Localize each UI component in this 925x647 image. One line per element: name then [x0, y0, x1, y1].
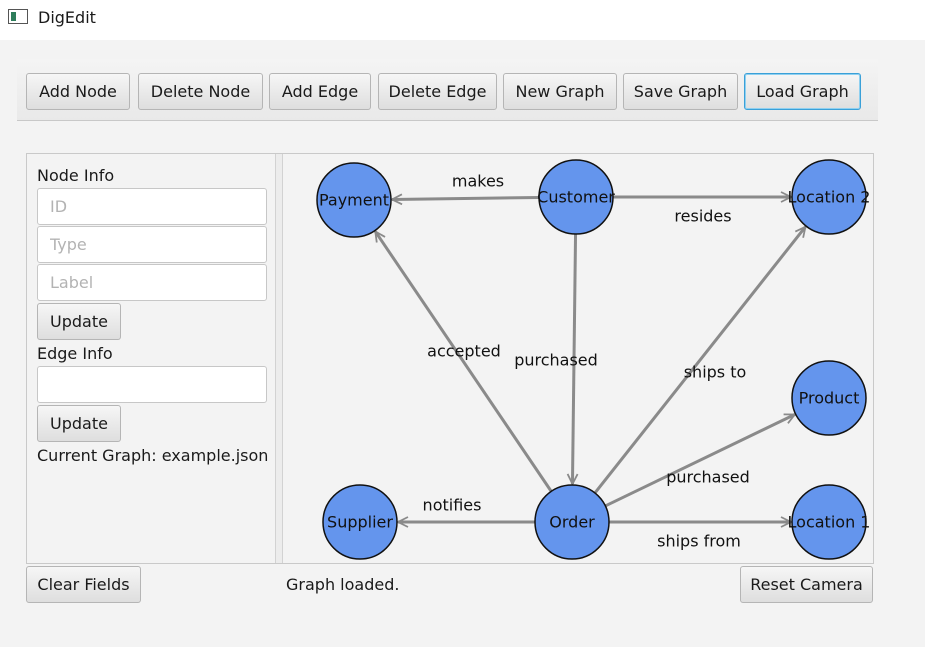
node-label: Order [549, 513, 595, 532]
node-circle[interactable] [534, 484, 610, 560]
delete-node-button[interactable]: Delete Node [138, 73, 263, 110]
graph-node-location1[interactable]: Location 1 [788, 484, 871, 560]
graph-node-order[interactable]: Order [534, 484, 610, 560]
node-type-input[interactable] [37, 226, 267, 263]
graph-node-product[interactable]: Product [791, 360, 867, 436]
delete-edge-button[interactable]: Delete Edge [378, 73, 497, 110]
node-id-input[interactable] [37, 188, 267, 225]
graph-edge-customer-order[interactable] [572, 233, 575, 484]
node-label: Product [799, 389, 860, 408]
graph-node-customer[interactable]: Customer [537, 159, 615, 235]
properties-panel: Node Info Update Edge Info Update Curren… [27, 154, 275, 563]
graph-edge-order-payment[interactable] [374, 231, 553, 493]
new-graph-button[interactable]: New Graph [503, 73, 617, 110]
window-title: DigEdit [38, 8, 96, 27]
clear-fields-button[interactable]: Clear Fields [26, 566, 141, 603]
edge-label: resides [674, 207, 731, 226]
graph-edge-order-product[interactable] [604, 413, 794, 508]
graph-edge-order-location2[interactable] [593, 227, 805, 494]
graph-canvas[interactable]: makes resides purchased accepted ships to pur… [283, 154, 873, 563]
split-divider[interactable] [275, 154, 283, 563]
load-graph-button[interactable]: Load Graph [744, 73, 861, 110]
edge-label: accepted [427, 342, 501, 361]
node-label: Location 1 [788, 513, 871, 532]
window-icon [8, 9, 28, 24]
status-message: Graph loaded. [286, 575, 400, 594]
node-info-heading: Node Info [37, 166, 115, 185]
node-circle[interactable] [791, 484, 867, 560]
main-content: Node Info Update Edge Info Update Curren… [26, 153, 874, 564]
node-label: Location 2 [788, 188, 871, 207]
edge-label: purchased [666, 468, 750, 487]
edge-label: ships to [684, 363, 747, 382]
node-circle[interactable] [791, 360, 867, 436]
add-edge-button[interactable]: Add Edge [269, 73, 371, 110]
graph-node-supplier[interactable]: Supplier [322, 484, 398, 560]
node-circle[interactable] [791, 159, 867, 235]
graph-node-location2[interactable]: Location 2 [788, 159, 871, 235]
edge-info-input[interactable] [37, 366, 267, 403]
node-label: Payment [319, 191, 389, 210]
node-label: Customer [537, 188, 615, 207]
edge-update-button[interactable]: Update [37, 405, 121, 442]
graph-node-payment[interactable]: Payment [316, 162, 392, 238]
node-update-button[interactable]: Update [37, 303, 121, 340]
graph-svg[interactable]: makes resides purchased accepted ships to pur… [283, 154, 873, 563]
node-circle[interactable] [316, 162, 392, 238]
edge-label: purchased [514, 351, 598, 370]
title-bar: DigEdit [0, 0, 925, 40]
reset-camera-button[interactable]: Reset Camera [740, 566, 873, 603]
graph-edge-customer-payment[interactable] [392, 197, 540, 199]
add-node-button[interactable]: Add Node [26, 73, 130, 110]
current-graph-label: Current Graph: example.json [37, 446, 269, 465]
edge-label: notifies [423, 496, 482, 515]
edge-label: makes [452, 172, 504, 191]
edge-label: ships from [657, 532, 741, 551]
save-graph-button[interactable]: Save Graph [623, 73, 738, 110]
toolbar: Add Node Delete Node Add Edge Delete Edg… [17, 59, 878, 121]
node-circle[interactable] [538, 159, 614, 235]
node-label: Supplier [327, 513, 393, 532]
edge-info-heading: Edge Info [37, 344, 113, 363]
node-label-input[interactable] [37, 264, 267, 301]
node-circle[interactable] [322, 484, 398, 560]
